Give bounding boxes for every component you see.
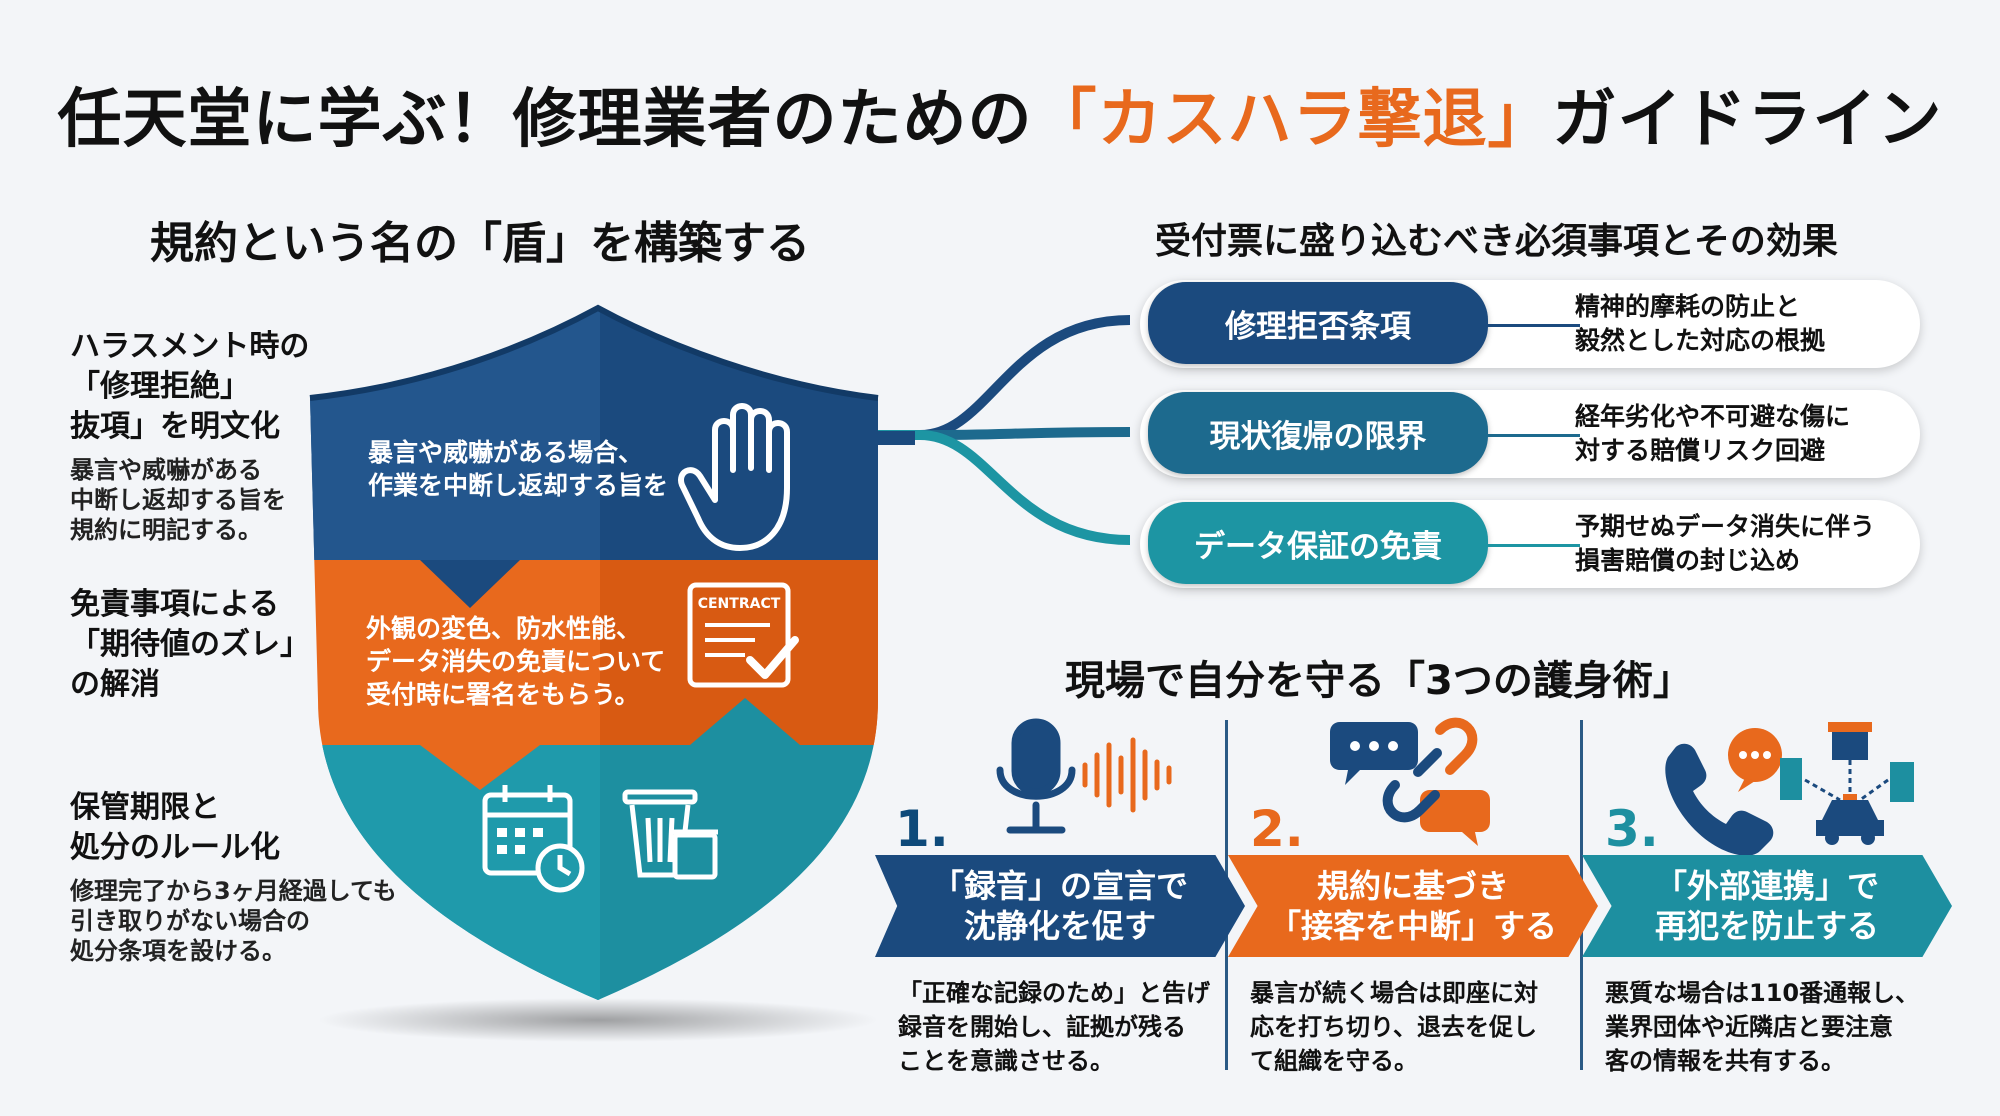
tactic-desc-line: 録音を開始し、証拠が残る [898,1013,1186,1041]
tactic-desc-3: 悪質な場合は110番通報し、 業界団体や近隣店と要注意 客の情報を共有する。 [1605,976,1945,1078]
tactic-number-1: 1. [895,800,949,858]
item-desc-1: 精神的摩耗の防止と 毅然とした対応の根拠 [1575,290,1825,358]
label-title-line: 処分のルール化 [70,830,280,865]
tactic-number-2: 2. [1250,800,1304,858]
label-desc-line: 暴言や威嚇がある [70,456,262,484]
item-label-1: 修理拒否条項 [1148,282,1488,364]
item-label-2: 現状復帰の限界 [1148,392,1488,474]
tactic-banner-2: 規約に基づき 「接客を中断」する [1228,855,1598,957]
label-title-line: 「修理拒絶」 [70,369,250,404]
connector-1 [878,315,1131,440]
label-desc-line: 修理完了から3ヶ月経過しても [70,877,397,905]
shield-top-left [310,308,600,560]
label-desc-line: 処分条項を設ける。 [70,937,286,965]
tactic-desc-line: ことを意識させる。 [898,1047,1114,1075]
arrow-down-top [420,560,520,608]
connector-3 [878,430,1131,545]
calendar-clock-icon [482,785,585,893]
connector-lines [878,315,1131,545]
tactic-desc-line: 客の情報を共有する。 [1605,1047,1845,1075]
contract-check-icon: CENTRACT [687,582,799,688]
tactic-desc-line: 業界団体や近隣店と要注意 [1605,1013,1893,1041]
label-desc-line: 引き取りがない場合の [70,907,310,935]
shield-text-line: 受付時に署名をもらう。 [366,680,640,709]
item-desc-line: 予期せぬデータ消失に伴う [1575,512,1876,541]
label-desc-line: 規約に明記する。 [70,516,262,544]
shield-middle-text: 外観の変色、防水性能、 データ消失の免責について 受付時に署名をもらう。 [366,612,686,711]
arrow-down-middle [420,745,540,790]
tactic-banner-line: 「接客を中断」する [1268,907,1557,945]
title-suffix: ガイドライン [1552,83,1943,157]
tactic-banner-line: 沈静化を促す [963,907,1156,945]
item-desc-line: 損害賠償の封じ込め [1575,546,1801,575]
title-prefix: 任天堂に学ぶ！修理業者のための [57,83,1033,157]
item-desc-line: 精神的摩耗の防止と [1575,292,1801,321]
item-desc-line: 経年劣化や不可避な傷に [1575,402,1851,431]
shield-top-text: 暴言や威嚇がある場合、 作業を中断し返却する旨を [368,436,688,502]
tactic-banner-3: 「外部連携」で 再犯を防止する [1582,855,1952,957]
left-label-1: ハラスメント時の 「修理拒絶」 抜項」を明文化 暴言や威嚇がある 中断し返却する… [70,327,370,545]
shield-top-edge [309,304,879,401]
tactic-desc-line: て組織を守る。 [1250,1047,1418,1075]
item-desc-line: 対する賠償リスク回避 [1575,436,1826,465]
shield-text-line: 外観の変色、防水性能、 [366,614,642,643]
tactic-desc-1: 「正確な記録のため」と告げ 録音を開始し、証拠が残る ことを意識させる。 [898,976,1218,1078]
label-title-line: 抜項」を明文化 [70,409,280,444]
contract-label: CENTRACT [698,596,781,612]
shield-text-line: 暴言や威嚇がある場合、 [368,438,644,467]
label-title-line: 免責事項による [70,587,280,622]
tactic-banner-line: 「外部連携」で [1654,867,1879,905]
shield-shadow [318,998,878,1042]
tactic-number-3: 3. [1605,800,1659,858]
tactic-banner-line: 規約に基づき [1316,867,1509,905]
shield-text-line: データ消失の免責について [366,647,666,676]
item-desc-3: 予期せぬデータ消失に伴う 損害賠償の封じ込め [1575,510,1875,578]
item-connector-2 [1480,434,1580,437]
shield-text-line: 作業を中断し返却する旨を [368,471,669,500]
tactic-desc-line: 「正確な記録のため」と告げ [898,979,1210,1007]
label-title-line: 保管期限と [70,790,220,825]
tactic-desc-2: 暴言が続く場合は即座に対 応を打ち切り、退去を促し て組織を守る。 [1250,976,1570,1078]
tactic-banner-1: 「録音」の宣言で 沈静化を促す [875,855,1245,957]
item-connector-3 [1480,544,1580,547]
item-desc-2: 経年劣化や不可避な傷に 対する賠償リスク回避 [1575,400,1850,468]
tactic-banner-line: 再犯を防止する [1654,907,1879,945]
item-connector-1 [1480,324,1580,327]
title-accent: 「カスハラ撃退」 [1032,83,1553,157]
label-title-line: ハラスメント時の [70,329,310,364]
item-label-3: データ保証の免責 [1148,502,1488,584]
tactic-desc-line: 悪質な場合は110番通報し、 [1605,979,1920,1007]
label-title-line: 「期待値のズレ」 [70,627,310,662]
arrow-up-bottom [690,698,800,745]
trash-bin-icon [622,789,718,880]
right-heading: 受付票に盛り込むべき必須事項とその効果 [1155,221,1838,262]
page-title: 任天堂に学ぶ！修理業者のための「カスハラ撃退」ガイドライン [0,68,2000,160]
tactic-desc-line: 暴言が続く場合は即座に対 [1250,979,1538,1007]
tactic-banner-line: 「録音」の宣言で [931,867,1188,905]
tactic-desc-line: 応を打ち切り、退去を促し [1250,1013,1538,1041]
item-desc-line: 毅然とした対応の根拠 [1575,326,1826,355]
label-desc-line: 中断し返却する旨を [70,486,286,514]
label-title-line: の解消 [70,667,160,702]
left-heading: 規約という名の「盾」を構築する [150,218,810,269]
left-label-3: 保管期限と 処分のルール化 修理完了から3ヶ月経過しても 引き取りがない場合の … [70,788,410,966]
tactics-heading: 現場で自分を守る「3つの護身術」 [1065,658,1693,704]
left-label-2: 免責事項による 「期待値のズレ」 の解消 [70,585,370,705]
stop-hand-icon [678,403,790,551]
